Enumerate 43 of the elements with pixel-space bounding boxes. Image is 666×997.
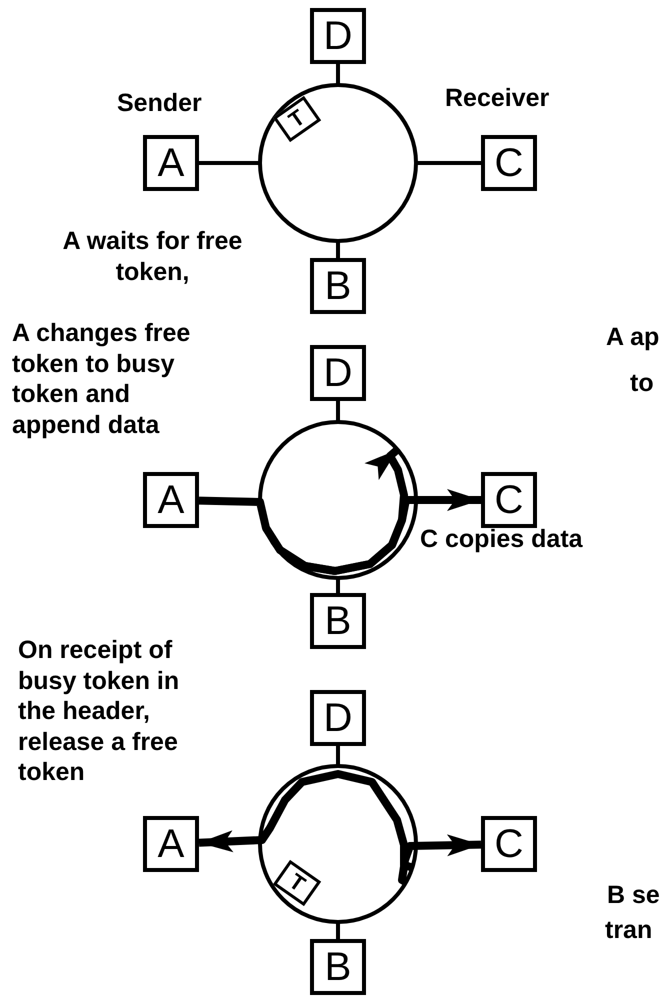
caption-text: tran (605, 915, 654, 946)
station-box (481, 472, 537, 528)
connector-line (336, 746, 340, 766)
caption-text: B se (607, 880, 661, 910)
station-letter: D (324, 16, 352, 56)
connector-line (199, 161, 260, 165)
role-label: Sender (117, 89, 202, 118)
station-box (481, 816, 537, 872)
caption-text: On receipt of busy token in the header, release a free token (18, 635, 180, 788)
connector-line (336, 64, 340, 85)
station-box (310, 345, 366, 401)
station-letter: C (494, 480, 524, 520)
role-label: Receiver (445, 84, 550, 113)
arrow (398, 834, 482, 886)
station-box (143, 472, 199, 528)
station-letter: B (324, 601, 352, 641)
station-letter: D (324, 353, 352, 393)
connector-line (336, 401, 340, 422)
station-letter: A (158, 824, 184, 864)
connector-line (416, 161, 481, 165)
station-box (310, 593, 366, 649)
station-box (310, 258, 366, 314)
station-letter: B (324, 947, 352, 987)
connector-line (336, 922, 340, 939)
arrow (198, 446, 408, 575)
arrow (198, 770, 414, 872)
station-letter: C (494, 824, 524, 864)
station-box (143, 816, 199, 872)
station-box (310, 939, 366, 995)
caption-text: A waits for free token, (62, 226, 244, 287)
caption-text: to (630, 368, 655, 398)
station-box (310, 8, 366, 64)
station-letter: D (324, 698, 352, 738)
station-box (310, 690, 366, 746)
connector-line (336, 578, 340, 593)
station-letter: A (158, 480, 184, 520)
caption-text: A changes free token to busy token and append data (12, 318, 192, 440)
caption-text: A ap (606, 322, 660, 352)
station-letter: B (324, 266, 352, 306)
station-letter: C (494, 143, 524, 183)
station-letter: A (158, 143, 184, 183)
caption-text: C copies data (420, 524, 584, 554)
connector-line (336, 241, 340, 258)
